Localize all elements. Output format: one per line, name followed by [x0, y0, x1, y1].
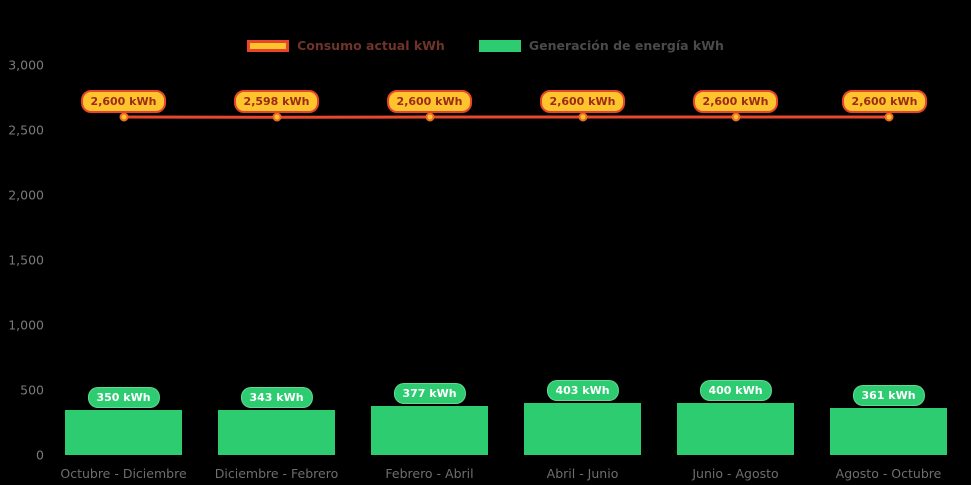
legend-item-consumo[interactable]: Consumo actual kWh [247, 38, 445, 53]
bar-value-badge: 343 kWh [240, 387, 313, 409]
line-value-badge: 2,600 kWh [539, 90, 626, 113]
y-axis-label: 1,500 [8, 252, 44, 268]
bar-value-badge: 361 kWh [852, 385, 925, 407]
bar-value-badge: 350 kWh [87, 386, 160, 408]
generation-bar[interactable] [65, 409, 182, 455]
x-axis-label: Octubre - Diciembre [60, 466, 187, 481]
line-point-marker[interactable] [272, 112, 281, 122]
x-axis-label: Febrero - Abril [385, 466, 474, 481]
line-value-badge: 2,600 kWh [80, 90, 167, 113]
generation-bar[interactable] [371, 405, 488, 455]
line-point-marker[interactable] [884, 112, 893, 122]
line-value-badge: 2,600 kWh [841, 90, 928, 113]
legend-item-generacion[interactable]: Generación de energía kWh [478, 38, 724, 53]
y-axis-label: 3,000 [8, 57, 44, 73]
bar-value-badge: 400 kWh [699, 380, 772, 401]
legend-item-label: Consumo actual kWh [297, 38, 445, 53]
y-axis-label: 1,000 [8, 317, 44, 333]
y-axis-label: 0 [36, 447, 44, 463]
y-axis-label: 500 [20, 382, 44, 398]
generation-bar[interactable] [218, 410, 335, 455]
line-value-badge: 2,600 kWh [692, 90, 779, 113]
legend-swatch-icon [247, 39, 290, 52]
line-point-marker[interactable] [578, 112, 587, 122]
generation-bar[interactable] [524, 402, 641, 455]
legend-swatch-icon [478, 39, 521, 52]
bar-value-badge: 403 kWh [546, 379, 619, 401]
line-point-marker[interactable] [731, 112, 740, 122]
x-axis-label: Agosto - Octubre [835, 466, 942, 481]
x-axis-label: Abril - Junio [546, 466, 619, 481]
generation-bar[interactable] [677, 403, 794, 455]
line-point-marker[interactable] [425, 112, 434, 122]
chart-legend: Consumo actual kWh Generación de energía … [0, 38, 971, 53]
line-value-badge: 2,598 kWh [233, 90, 320, 114]
x-axis-label: Junio - Agosto [692, 466, 779, 481]
bar-value-badge: 377 kWh [393, 382, 466, 404]
line-value-badge: 2,600 kWh [386, 90, 473, 113]
generation-bar[interactable] [830, 408, 947, 455]
legend-item-label: Generación de energía kWh [528, 38, 724, 53]
line-point-marker[interactable] [119, 112, 128, 122]
y-axis-label: 2,000 [8, 187, 44, 203]
y-axis-label: 2,500 [8, 122, 44, 138]
x-axis-label: Diciembre - Febrero [214, 466, 339, 481]
